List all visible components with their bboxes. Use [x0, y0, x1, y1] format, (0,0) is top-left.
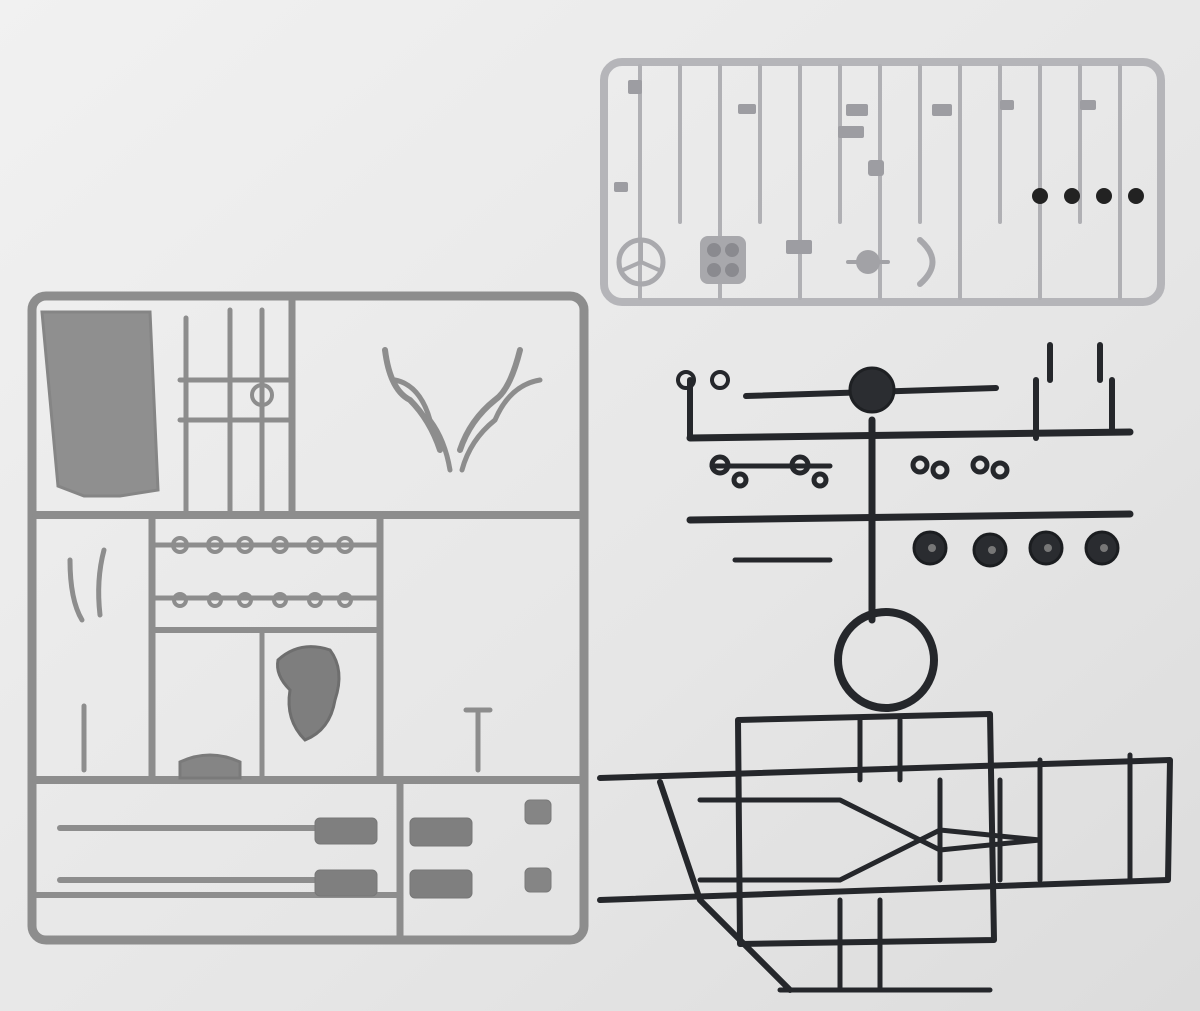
chrome-sprue — [600, 58, 1165, 306]
black-sprue — [597, 342, 1173, 993]
gray-sprue — [27, 291, 589, 945]
